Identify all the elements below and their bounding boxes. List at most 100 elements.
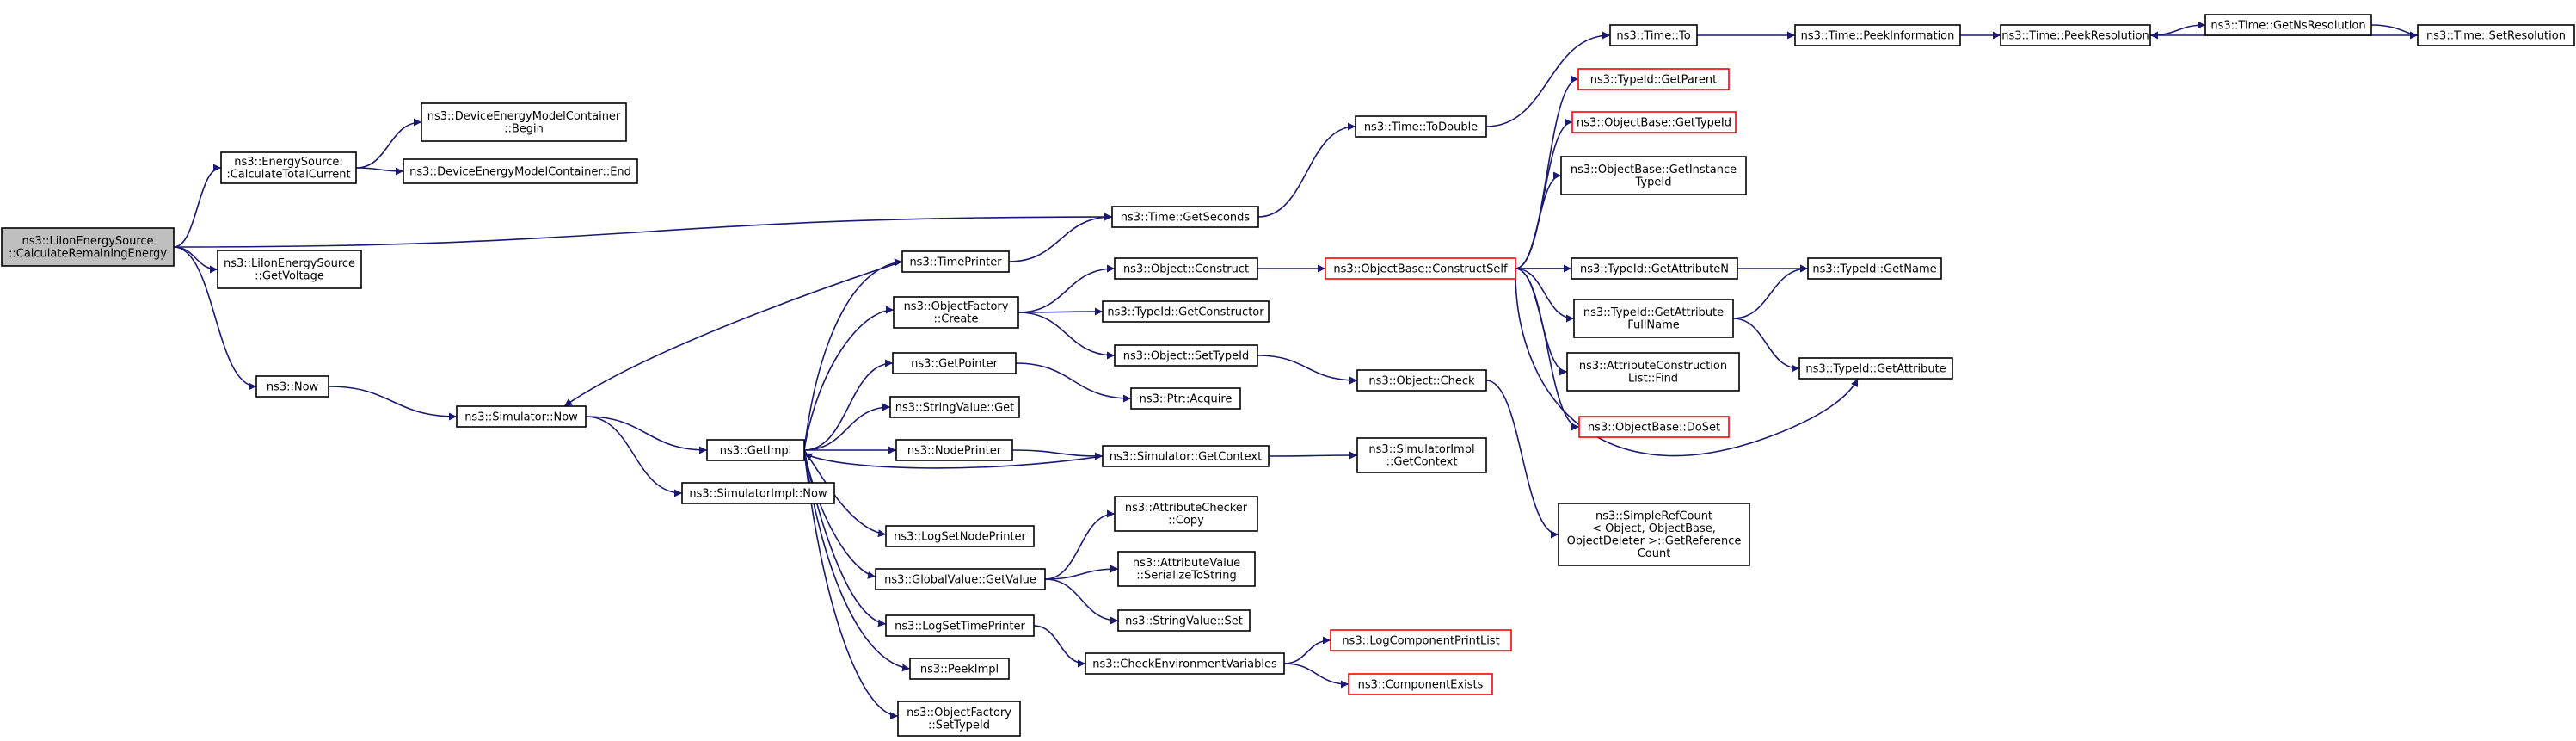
node-time_peekinfo[interactable]: ns3::Time::PeekInformation — [1794, 24, 1961, 46]
node-time_to[interactable]: ns3::Time::To — [1609, 24, 1698, 46]
call-edge-root-to-now — [173, 246, 257, 391]
node-box — [1356, 437, 1487, 473]
node-label: ns3::ObjectBase::GetTypeId — [1577, 116, 1731, 129]
call-edge-gv_getvalue-to-sv_set — [1044, 578, 1119, 625]
call-edge-ob_constructself-to-tid_getattr — [1515, 268, 1859, 457]
call-edge-root-to-time_getseconds — [173, 213, 1113, 248]
node-label: ::Begin — [504, 123, 544, 136]
call-edge-timeprinter-to-time_getseconds — [1008, 213, 1113, 262]
node-label: ns3::Now — [267, 380, 319, 393]
call-edge-obj_check-to-srefcount — [1485, 380, 1559, 539]
node-time_setres[interactable]: ns3::Time::SetResolution — [2417, 24, 2575, 46]
node-label: ns3::PeekImpl — [920, 663, 999, 676]
node-label: ns3::NodePrinter — [907, 444, 1002, 457]
node-sv_get[interactable]: ns3::StringValue::Get — [889, 396, 1020, 418]
node-of_create[interactable]: ns3::ObjectFactory::Create — [893, 296, 1019, 329]
node-label: ns3::EnergySource: — [234, 156, 343, 169]
node-of_settypeid[interactable]: ns3::ObjectFactory::SetTypeId — [897, 701, 1021, 737]
node-box — [2417, 24, 2575, 46]
node-box — [1560, 156, 1747, 195]
node-ob_gettypeid[interactable]: ns3::ObjectBase::GetTypeId — [1571, 111, 1737, 133]
node-box — [1, 227, 175, 267]
node-label: ns3::ObjectBase::ConstructSelf — [1333, 262, 1508, 275]
node-box — [1571, 257, 1738, 280]
call-edge-time_getseconds-to-time_todouble — [1257, 122, 1356, 218]
node-ptr_acquire[interactable]: ns3::Ptr::Acquire — [1130, 387, 1241, 410]
node-tid_getattr[interactable]: ns3::TypeId::GetAttribute — [1798, 357, 1953, 380]
call-edge-sim_now-to-simimpl_now — [585, 416, 683, 497]
call-edge-obj_settypeid-to-obj_check — [1257, 355, 1358, 385]
node-time_getseconds[interactable]: ns3::Time::GetSeconds — [1111, 206, 1259, 228]
node-time_todouble[interactable]: ns3::Time::ToDouble — [1355, 115, 1487, 138]
node-dem_end[interactable]: ns3::DeviceEnergyModelContainer::End — [403, 158, 638, 184]
node-li_volt[interactable]: ns3::LiIonEnergySource::GetVoltage — [217, 250, 362, 289]
node-box — [1348, 673, 1493, 695]
node-ob_constructself[interactable]: ns3::ObjectBase::ConstructSelf — [1325, 257, 1516, 280]
node-ob_doset[interactable]: ns3::ObjectBase::DoSet — [1578, 416, 1730, 438]
node-label: ns3::AttributeConstruction — [1579, 360, 1727, 373]
node-comp_exists[interactable]: ns3::ComponentExists — [1348, 673, 1493, 695]
node-obj_settypeid[interactable]: ns3::Object::SetTypeId — [1114, 344, 1258, 367]
node-time_peekres[interactable]: ns3::Time::PeekResolution — [2000, 24, 2151, 46]
node-sim_getcontext[interactable]: ns3::Simulator::GetContext — [1102, 445, 1270, 467]
node-tid_getctor[interactable]: ns3::TypeId::GetConstructor — [1102, 300, 1270, 323]
node-obj_check[interactable]: ns3::Object::Check — [1356, 369, 1487, 392]
node-dem_begin[interactable]: ns3::DeviceEnergyModelContainer::Begin — [421, 102, 627, 142]
node-checkenv[interactable]: ns3::CheckEnvironmentVariables — [1085, 652, 1285, 675]
node-getpointer[interactable]: ns3::GetPointer — [892, 352, 1017, 374]
node-timeprinter[interactable]: ns3::TimePrinter — [901, 250, 1010, 273]
node-label: Count — [1638, 547, 1671, 560]
node-obj_construct[interactable]: ns3::Object::Construct — [1114, 257, 1258, 280]
node-label: ns3::LiIonEnergySource — [224, 257, 355, 270]
call-edge-time_todouble-to-time_to — [1485, 31, 1611, 127]
node-root[interactable]: ns3::LiIonEnergySource::CalculateRemaini… — [1, 227, 175, 267]
node-box — [885, 614, 1035, 637]
node-logsetnode[interactable]: ns3::LogSetNodePrinter — [885, 525, 1035, 547]
node-logsettime[interactable]: ns3::LogSetTimePrinter — [885, 614, 1035, 637]
node-box — [1794, 24, 1961, 46]
node-gv_getvalue[interactable]: ns3::GlobalValue::GetValue — [875, 568, 1046, 590]
node-sv_set[interactable]: ns3::StringValue::Set — [1117, 609, 1251, 632]
node-box — [909, 658, 1010, 680]
node-label: ::SetTypeId — [928, 719, 990, 732]
node-peekimpl[interactable]: ns3::PeekImpl — [909, 658, 1010, 680]
node-sim_now[interactable]: ns3::Simulator::Now — [456, 405, 587, 428]
node-simimpl_getcontext[interactable]: ns3::SimulatorImpl::GetContext — [1356, 437, 1487, 473]
node-es_calc[interactable]: ns3::EnergySource::CalculateTotalCurrent — [220, 151, 357, 184]
node-nodeprinter[interactable]: ns3::NodePrinter — [895, 439, 1013, 461]
node-label: ns3::ComponentExists — [1358, 678, 1484, 691]
node-time_getnsres[interactable]: ns3::Time::GetNsResolution — [2204, 14, 2372, 36]
node-box — [681, 482, 835, 504]
call-edge-getimpl-to-of_settypeid — [803, 449, 899, 720]
node-getimpl[interactable]: ns3::GetImpl — [706, 439, 805, 461]
node-simimpl_now[interactable]: ns3::SimulatorImpl::Now — [681, 482, 835, 504]
node-box — [1571, 111, 1737, 133]
node-tid_getattrn[interactable]: ns3::TypeId::GetAttributeN — [1571, 257, 1738, 280]
node-label: ::GetVoltage — [255, 270, 324, 283]
node-box — [1330, 629, 1512, 651]
call-edge-ob_constructself-to-ob_getinstance — [1515, 171, 1562, 269]
node-logcomp_printlist[interactable]: ns3::LogComponentPrintList — [1330, 629, 1512, 651]
node-label: < Object, ObjectBase, — [1592, 522, 1716, 535]
call-edge-getimpl-to-gv_getvalue — [803, 449, 876, 579]
node-attrchecker_copy[interactable]: ns3::AttributeChecker::Copy — [1114, 496, 1258, 532]
node-tid_getparent[interactable]: ns3::TypeId::GetParent — [1577, 68, 1730, 90]
call-edge-getimpl-to-logsettime — [803, 449, 887, 627]
node-label: ns3::ObjectBase::GetInstance — [1571, 164, 1737, 176]
node-attrvalue_ser[interactable]: ns3::AttributeValue::SerializeToString — [1117, 551, 1256, 587]
node-tid_getname[interactable]: ns3::TypeId::GetName — [1807, 257, 1942, 280]
call-edge-getpointer-to-ptr_acquire — [1015, 362, 1132, 403]
node-now[interactable]: ns3::Now — [255, 375, 329, 398]
node-box — [1355, 115, 1487, 138]
node-label: ::CalculateRemainingEnergy — [9, 248, 167, 261]
node-label: ::Create — [934, 313, 979, 326]
node-label: ns3::Object::Check — [1368, 374, 1475, 387]
call-edge-getimpl-to-sv_get — [803, 403, 891, 451]
node-label: ns3::Ptr::Acquire — [1140, 392, 1233, 405]
node-srefcount[interactable]: ns3::SimpleRefCount< Object, ObjectBase,… — [1558, 503, 1750, 566]
node-box — [1117, 551, 1256, 587]
